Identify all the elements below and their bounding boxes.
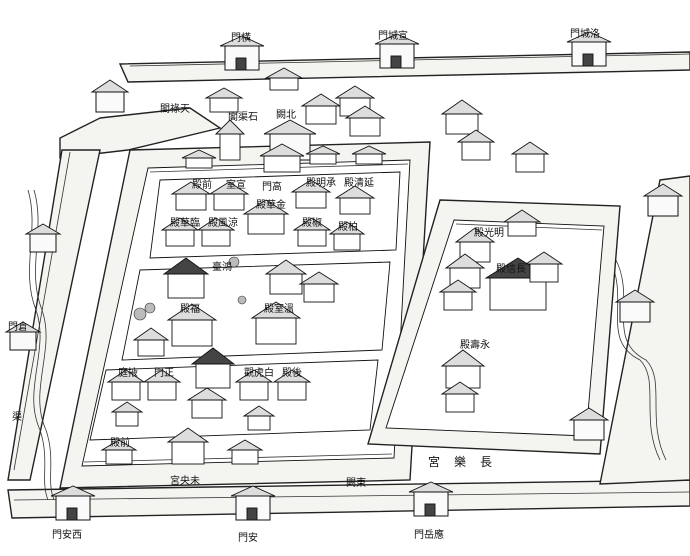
label-chang-xin: 殿信長 bbox=[496, 263, 526, 275]
tower-right-low bbox=[568, 407, 610, 441]
tower-right-top bbox=[642, 183, 684, 217]
label-xian-gate: 門安西 bbox=[52, 528, 82, 541]
map-labels: 門橫 門城宣 門城洛 門安西 門安 門岳應 宮樂長 宮央未 闕北 闕東 閣祿天 … bbox=[8, 27, 600, 544]
tower-left-top bbox=[90, 79, 130, 113]
label-zhe-bai: 殿柏 bbox=[338, 220, 358, 233]
label-qian-dian: 殿前 bbox=[110, 436, 130, 449]
weiyang-buildings bbox=[100, 143, 387, 465]
label-heng-gate: 門橫 bbox=[231, 31, 251, 44]
label-mingguang: 殿光明 bbox=[474, 226, 504, 239]
tower-right-mid bbox=[614, 289, 656, 323]
label-luocheng-gate: 門城洛 bbox=[570, 27, 600, 40]
gate-yinyue bbox=[408, 481, 454, 517]
label-shiqu: 閣渠石 bbox=[228, 111, 258, 123]
label-hong-tai: 臺鴻 bbox=[212, 260, 232, 273]
label-an-gate: 門安 bbox=[238, 531, 258, 544]
label-river: 渠 bbox=[12, 411, 22, 423]
label-cang-gate: 門倉 bbox=[8, 320, 28, 333]
label-weiyang-palace: 宮央未 bbox=[170, 474, 200, 487]
label-yanqing: 殿清延 bbox=[344, 176, 374, 189]
label-xuanshi: 室宣 bbox=[226, 178, 246, 191]
label-linhua: 殿華臨 bbox=[170, 216, 200, 229]
label-jing-shi: 殿室溫 bbox=[264, 302, 294, 315]
tower-left-mid bbox=[24, 223, 62, 253]
label-baihu: 觀虎白 bbox=[244, 366, 274, 379]
label-liangfeng: 殿風涼 bbox=[208, 216, 238, 229]
label-chengming: 殿明承 bbox=[306, 177, 336, 189]
label-yinyue-gate: 門岳應 bbox=[414, 528, 444, 541]
north-buildings bbox=[204, 67, 550, 173]
gate-xian bbox=[50, 485, 96, 521]
gate-heng bbox=[219, 35, 265, 71]
label-bei-que: 闕北 bbox=[276, 109, 296, 121]
outer-gates-top bbox=[219, 31, 612, 71]
label-houchou: 殿後 bbox=[282, 366, 302, 379]
label-zheng-men: 門正 bbox=[154, 367, 174, 379]
label-gaomen: 門高 bbox=[262, 180, 282, 193]
tower-left-low bbox=[4, 321, 42, 351]
outer-city-wall bbox=[7, 51, 690, 519]
label-jinhua: 殿華金 bbox=[256, 198, 286, 211]
label-jiao-fang: 殿椒 bbox=[302, 216, 322, 229]
label-changle-palace: 宮樂長 bbox=[428, 454, 506, 469]
label-fu-tang: 殿福 bbox=[180, 302, 200, 315]
gate-an bbox=[230, 485, 276, 521]
label-tianlu: 閣祿天 bbox=[160, 103, 190, 115]
label-yong-shou: 殿壽永 bbox=[460, 338, 490, 351]
label-dongque: 闕東 bbox=[346, 476, 366, 489]
label-xuancheng-gate: 門城宣 bbox=[378, 29, 408, 42]
gate-luocheng bbox=[566, 31, 612, 67]
label-yi-ting: 庭掖 bbox=[118, 366, 138, 379]
label-qin-ge: 殿前 bbox=[192, 178, 212, 191]
gate-xuancheng bbox=[374, 33, 420, 69]
changle-buildings bbox=[438, 209, 564, 413]
outer-gates-bottom bbox=[50, 481, 454, 521]
